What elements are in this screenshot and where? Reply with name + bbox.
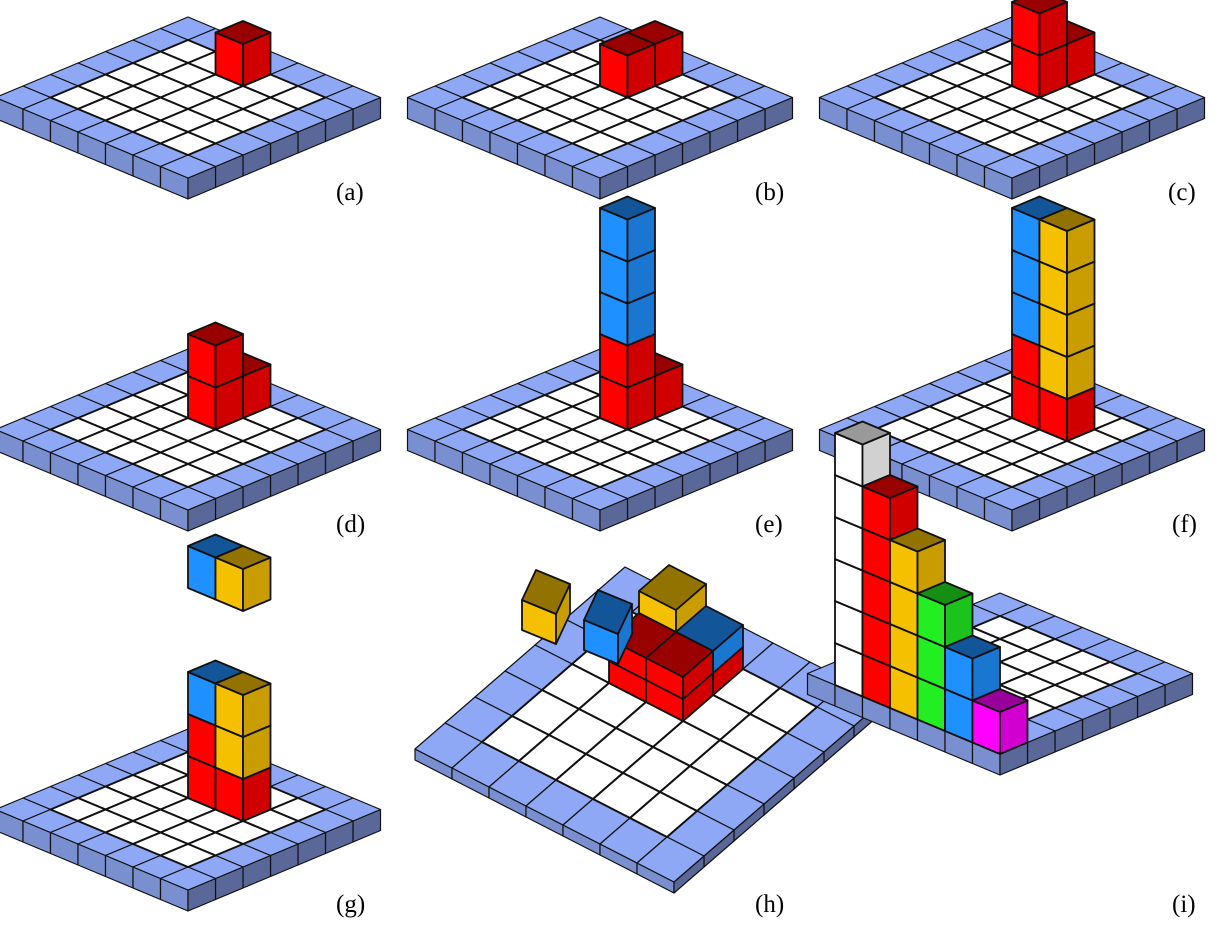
cube <box>834 420 891 488</box>
cube <box>971 688 1029 755</box>
cube-top-face <box>187 321 244 347</box>
cube-top-face <box>583 589 633 635</box>
panel-e: (e) <box>755 511 783 538</box>
panel-i: (i) <box>1172 891 1196 918</box>
cube <box>214 20 272 87</box>
board-tile <box>983 131 1041 156</box>
panel-label: (f) <box>1172 511 1197 538</box>
cube <box>214 545 272 612</box>
scene-g <box>0 533 382 912</box>
cube-top-face <box>889 527 946 553</box>
cube <box>1038 207 1096 274</box>
cube <box>1011 0 1068 57</box>
board-tile <box>571 463 629 488</box>
panel-label: (c) <box>1168 179 1196 206</box>
cube <box>645 631 714 700</box>
board-rim-tile <box>159 154 217 179</box>
board-tile <box>571 131 629 156</box>
cube <box>521 569 571 645</box>
cube-top-face <box>944 634 1001 660</box>
panel-label: (h) <box>755 891 784 918</box>
scene-b <box>406 16 794 200</box>
panel-label: (e) <box>755 511 783 538</box>
cube-top-face <box>214 20 272 45</box>
board-rim-tile <box>636 836 705 883</box>
scene-e <box>406 195 794 532</box>
cube-top-face <box>645 631 714 678</box>
panel-h: (h) <box>755 891 784 918</box>
scene-h <box>414 564 885 894</box>
cube-top-face <box>214 671 272 696</box>
board-tile <box>159 463 217 488</box>
cube <box>599 31 656 99</box>
cube <box>214 671 272 738</box>
cube-top-face <box>638 564 707 611</box>
cube <box>599 195 656 263</box>
cube-top-face <box>599 31 656 57</box>
board-tile <box>159 131 217 156</box>
cube <box>638 564 707 633</box>
cube-top-face <box>214 545 272 570</box>
cube-top-face <box>1011 0 1068 15</box>
cube <box>944 634 1001 702</box>
panel-g: (g) <box>336 891 365 918</box>
cube <box>916 581 974 648</box>
cube <box>861 474 919 541</box>
board-rim-tile <box>571 154 629 179</box>
panel-a: (a) <box>336 179 364 206</box>
cube-top-face <box>521 569 571 615</box>
board-tile <box>629 791 698 838</box>
board-rim-tile <box>983 486 1041 511</box>
board-rim-tile <box>159 486 217 511</box>
panel-label: (b) <box>755 179 784 206</box>
cube-top-face <box>916 581 974 606</box>
cube <box>583 589 633 665</box>
scene-c <box>818 0 1206 200</box>
panel-f: (f) <box>1172 511 1197 538</box>
cube-top-face <box>1038 207 1096 232</box>
cube-top-face <box>599 195 656 221</box>
panel-label: (g) <box>336 891 365 918</box>
panel-label: (a) <box>336 179 364 206</box>
scene-i <box>806 420 1194 776</box>
cube <box>889 527 946 595</box>
board-rim-tile <box>983 154 1041 179</box>
cube-top-face <box>971 688 1029 713</box>
cube-top-face <box>861 474 919 499</box>
panel-b: (b) <box>755 179 784 206</box>
panel-d: (d) <box>336 511 365 538</box>
board-tile <box>983 463 1041 488</box>
panel-label: (d) <box>336 511 365 538</box>
board-rim-tile <box>159 866 217 891</box>
cube <box>187 321 244 389</box>
scene-h-floating <box>521 569 633 665</box>
scene-d <box>0 321 382 532</box>
panel-c: (c) <box>1168 179 1196 206</box>
panel-label: (i) <box>1172 891 1196 918</box>
board-tile <box>159 843 217 868</box>
scene-a <box>0 16 382 200</box>
cube-drawings <box>0 0 1206 912</box>
cube-top-face <box>834 420 891 446</box>
board-rim-tile <box>571 486 629 511</box>
